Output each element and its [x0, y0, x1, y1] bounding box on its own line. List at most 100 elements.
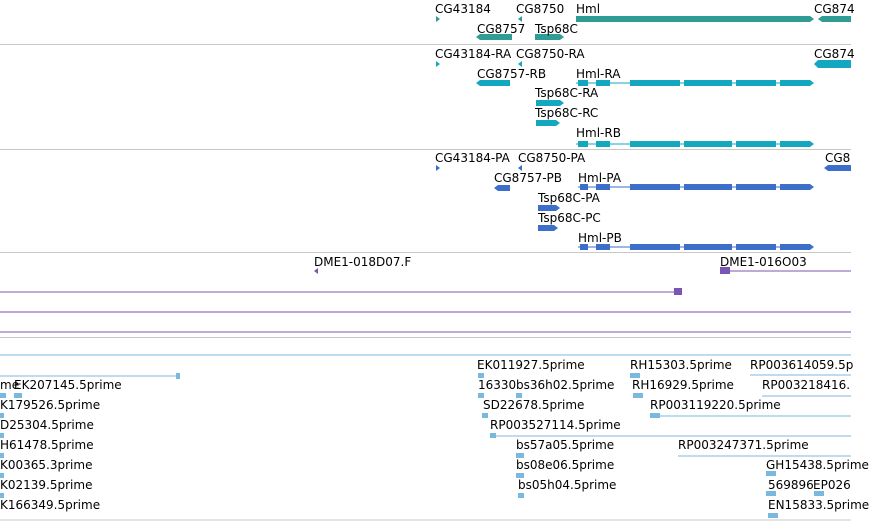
protein-label-tsp68c-pc[interactable]: Tsp68C-PC — [538, 211, 601, 225]
est-sd22678-block[interactable] — [482, 413, 488, 418]
transcript-label-tsp68c-ra[interactable]: Tsp68C-RA — [535, 86, 599, 100]
est-label-k166349[interactable]: K166349.5prime — [0, 498, 101, 512]
transcript-cg43184-ra[interactable] — [436, 61, 440, 67]
protein-label-hml-pb[interactable]: Hml-PB — [578, 231, 622, 245]
transcript-label-cg874[interactable]: CG874 — [814, 47, 855, 61]
est-edge-2[interactable] — [0, 433, 4, 438]
transcript-label-cg8750-ra[interactable]: CG8750-RA — [516, 47, 585, 61]
est-label-me[interactable]: me — [0, 378, 20, 392]
protein-label-tsp68c-pa[interactable]: Tsp68C-PA — [538, 191, 600, 205]
est-label-ep026[interactable]: EP026 — [813, 478, 851, 492]
protein-tsp68c-pa[interactable] — [538, 205, 560, 211]
gene-tsp68c[interactable] — [535, 34, 564, 40]
est-label-16330[interactable]: 16330 — [478, 378, 517, 392]
gene-label-cg8750[interactable]: CG8750 — [516, 2, 565, 16]
protein-tsp68c-pc[interactable] — [538, 225, 558, 231]
clone-label-016o03[interactable]: DME1-016O03 — [720, 255, 807, 269]
est-bs08e06-block[interactable] — [516, 473, 524, 478]
est-label-rh16929[interactable]: RH16929.5prime — [632, 378, 734, 392]
transcript-cg8757-rb[interactable] — [476, 80, 510, 86]
est-bs57a05-block[interactable] — [516, 453, 524, 458]
est-edge-6[interactable] — [14, 393, 22, 398]
gene-label-cg43184[interactable]: CG43184 — [435, 2, 491, 16]
clone-label-018d07[interactable]: DME1-018D07.F — [314, 255, 412, 269]
gene-cg874[interactable] — [818, 16, 851, 22]
transcript-tsp68c-ra[interactable] — [536, 100, 564, 106]
est-rp003527114-block[interactable] — [490, 433, 496, 438]
est-label-bs08e06[interactable]: bs08e06.5prime — [516, 458, 615, 472]
protein-label-cg43184-pa[interactable]: CG43184-PA — [435, 151, 510, 165]
est-edge-5[interactable] — [0, 493, 4, 498]
est-label-k00365[interactable]: K00365.3prime — [0, 458, 93, 472]
est-ek011927-block[interactable] — [478, 373, 484, 378]
transcript-label-cg8757-rb[interactable]: CG8757-RB — [477, 67, 547, 81]
transcript-hml-ra[interactable] — [576, 80, 814, 86]
clone-span-row-1-end[interactable] — [674, 288, 682, 295]
gene-label-cg874[interactable]: CG874 — [814, 2, 855, 16]
est-label-k02139[interactable]: K02139.5prime — [0, 478, 93, 492]
transcript-hml-rb[interactable] — [576, 141, 814, 147]
est-ep026-block[interactable] — [814, 491, 824, 496]
transcript-cg874[interactable] — [814, 60, 851, 68]
transcript-label-tsp68c-rc[interactable]: Tsp68C-RC — [535, 106, 599, 120]
est-rh16929-block[interactable] — [633, 393, 643, 398]
est-label-k179526[interactable]: K179526.5prime — [0, 398, 101, 412]
est-bs05h04-block[interactable] — [518, 493, 524, 498]
transcript-cg8750-ra[interactable] — [518, 61, 522, 67]
est-label-ek011927[interactable]: EK011927.5prime — [477, 358, 585, 372]
est-k179526-block[interactable] — [0, 393, 6, 398]
est-gh15438-block[interactable] — [766, 471, 776, 476]
est-label-rp003218416[interactable]: RP003218416. — [762, 378, 851, 392]
est-label-d25304[interactable]: D25304.5prime — [0, 418, 94, 432]
est-edge-4[interactable] — [0, 473, 4, 478]
protein-label-cg8750-pa[interactable]: CG8750-PA — [518, 151, 586, 165]
est-label-ek207145[interactable]: EK207145.5prime — [14, 378, 122, 392]
est-label-h61478[interactable]: H61478.5prime — [0, 438, 94, 452]
est-label-bs57a05[interactable]: bs57a05.5prime — [516, 438, 615, 452]
protein-cg8757-pb[interactable] — [494, 185, 510, 191]
est-label-569896[interactable]: 569896 — [768, 478, 814, 492]
protein-cg8[interactable] — [824, 165, 851, 171]
est-track: EK011927.5prime RH15303.5prime RP0036140… — [0, 338, 869, 521]
transcript-tsp68c-rc[interactable] — [536, 120, 560, 126]
gene-hml[interactable] — [576, 16, 814, 22]
est-label-rh15303[interactable]: RH15303.5prime — [630, 358, 732, 372]
protein-label-cg8757-pb[interactable]: CG8757-PB — [494, 171, 563, 185]
est-label-rp003119220[interactable]: RP003119220.5prime — [650, 398, 781, 412]
gene-cg43184-arrow[interactable] — [436, 16, 440, 22]
est-ek207145-arrow[interactable] — [176, 373, 180, 379]
protein-hml-pa[interactable] — [578, 184, 814, 190]
est-rp003119220-block[interactable] — [650, 413, 660, 418]
gene-cg8757[interactable] — [476, 34, 512, 40]
est-label-gh15438[interactable]: GH15438.5prime — [766, 458, 869, 472]
est-rh15303-block[interactable] — [630, 373, 640, 378]
transcript-label-cg43184-ra[interactable]: CG43184-RA — [435, 47, 512, 61]
transcript-label-hml-rb[interactable]: Hml-RB — [576, 126, 621, 140]
gene-label-cg8757[interactable]: CG8757 — [477, 22, 526, 36]
est-edge-1[interactable] — [0, 413, 4, 418]
protein-hml-pb[interactable] — [578, 244, 814, 250]
est-label-bs36h02[interactable]: bs36h02.5prime — [516, 378, 615, 392]
transcript-label-hml-ra[interactable]: Hml-RA — [576, 67, 621, 81]
gene-label-tsp68c[interactable]: Tsp68C — [535, 22, 578, 36]
protein-cg43184-pa[interactable] — [436, 165, 440, 171]
est-bs36h02-block[interactable] — [516, 393, 522, 398]
gene-label-hml[interactable]: Hml — [576, 2, 601, 16]
gene-cg8750-arrow[interactable] — [518, 16, 522, 22]
protein-glyphs — [436, 165, 851, 250]
est-label-rp003247371[interactable]: RP003247371.5prime — [678, 438, 809, 452]
est-label-en15833[interactable]: EN15833.5prime — [768, 498, 869, 512]
clone-018d07-end-arrow[interactable] — [314, 268, 318, 274]
protein-label-hml-pa[interactable]: Hml-PA — [578, 171, 622, 185]
est-label-sd22678[interactable]: SD22678.5prime — [483, 398, 585, 412]
est-label-rp003614059[interactable]: RP003614059.5p — [750, 358, 854, 372]
est-569896-block[interactable] — [766, 491, 776, 496]
est-16330-block[interactable] — [478, 393, 484, 398]
clone-glyphs — [0, 267, 851, 333]
est-label-rp003527114[interactable]: RP003527114.5prime — [490, 418, 621, 432]
est-edge-3[interactable] — [0, 453, 4, 458]
protein-cg8750-pa[interactable] — [518, 165, 522, 171]
est-label-bs05h04[interactable]: bs05h04.5prime — [518, 478, 617, 492]
protein-label-cg8[interactable]: CG8 — [825, 151, 851, 165]
est-en15833-block[interactable] — [768, 513, 778, 518]
